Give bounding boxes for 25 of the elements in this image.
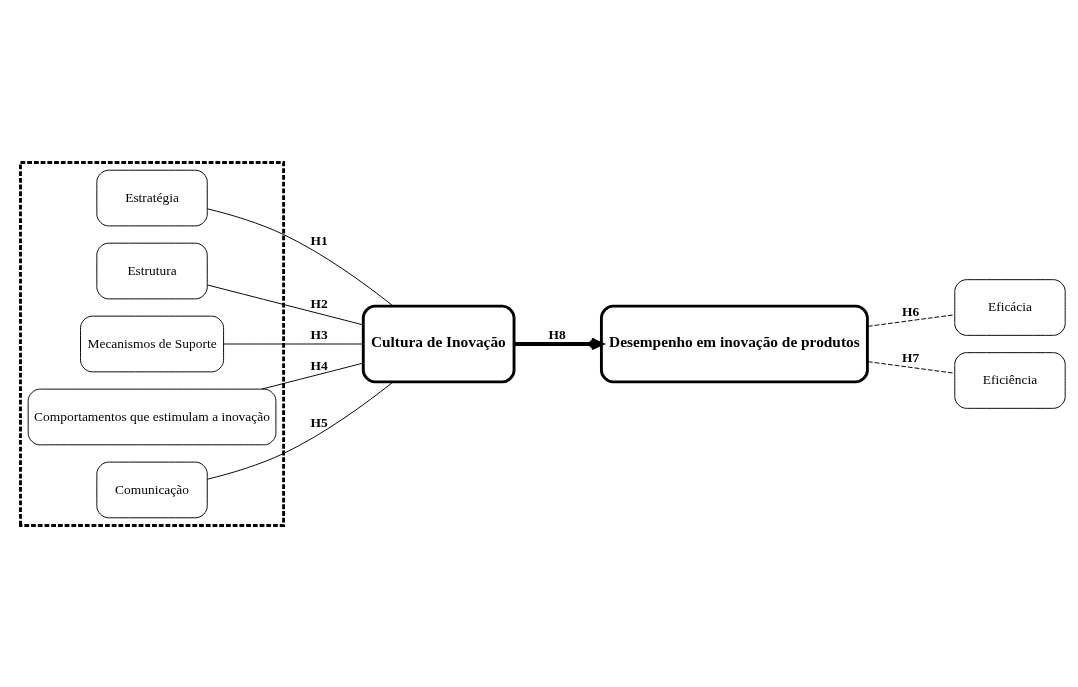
cluster: [19, 160, 286, 527]
edge-label: H1: [310, 232, 328, 248]
node-box: Estratégia: [96, 169, 208, 226]
connector: [223, 343, 364, 344]
connector: [207, 381, 394, 480]
connector: [207, 207, 394, 306]
node-box: Eficiência: [954, 351, 1066, 409]
edge-label: H5: [310, 414, 328, 430]
connector: [867, 313, 956, 327]
edge-label: H8: [548, 326, 566, 342]
connector: [867, 360, 956, 374]
edge-label: H3: [310, 326, 328, 342]
node-box: Eficácia: [954, 278, 1066, 336]
edge-label: H4: [310, 357, 328, 373]
node-box: Desempenho em inovação de produtos: [599, 304, 869, 383]
connector: [261, 362, 364, 390]
node-box: Comunicação: [96, 461, 208, 518]
edge-label: H6: [901, 303, 920, 319]
node-box: Comportamentos que estimulam a inovação: [27, 388, 277, 445]
node-box: Estrutura: [96, 242, 208, 299]
node-box: Cultura de Inovação: [361, 304, 516, 383]
edge-label: H7: [901, 349, 920, 365]
connector: [207, 284, 364, 325]
edge-label: H2: [310, 295, 328, 311]
node-box: Mecanismos de Suporte: [80, 315, 225, 372]
